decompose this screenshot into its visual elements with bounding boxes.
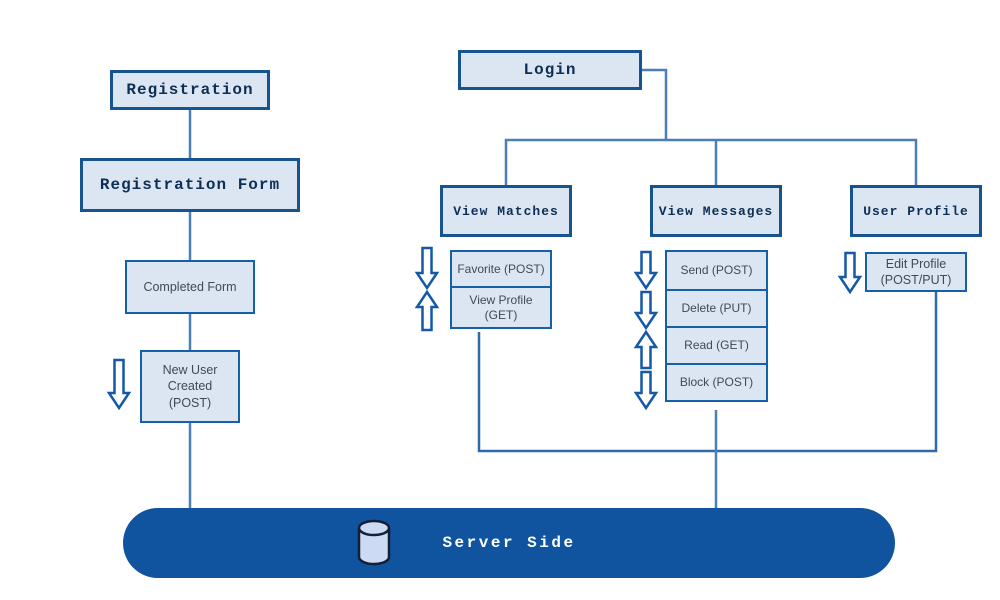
down-arrow-icon: [414, 246, 440, 291]
down-arrow-icon: [633, 250, 659, 291]
node-login: Login: [458, 50, 642, 90]
database-cylinder-icon: [357, 519, 391, 566]
action-delete: Delete (PUT): [667, 289, 766, 326]
server-side-label: Server Side: [442, 534, 576, 552]
connector-login-elbow: [642, 68, 668, 141]
action-favorite: Favorite (POST): [457, 261, 545, 276]
node-user-profile: User Profile: [850, 185, 982, 237]
down-arrow-icon: [837, 251, 863, 295]
action-read: Read (GET): [667, 326, 766, 363]
action-send: Send (POST): [680, 263, 753, 277]
node-new-user-created: New User Created (POST): [140, 350, 240, 423]
down-arrow-icon: [633, 290, 659, 331]
node-view-matches: View Matches: [440, 185, 572, 237]
node-view-messages: View Messages: [650, 185, 782, 237]
up-arrow-icon: [414, 289, 440, 332]
node-completed-form: Completed Form: [125, 260, 255, 314]
up-arrow-icon: [633, 329, 659, 370]
connector-bottom-rail: [477, 292, 938, 453]
messages-action-stack: Send (POST) Delete (PUT) Read (GET) Bloc…: [665, 250, 768, 402]
node-registration-form: Registration Form: [80, 158, 300, 212]
action-block: Block (POST): [667, 363, 766, 400]
action-edit-profile: Edit Profile (POST/PUT): [865, 252, 967, 292]
server-side-bar: Server Side: [123, 508, 895, 578]
down-arrow-icon: [633, 370, 659, 411]
node-registration: Registration: [110, 70, 270, 110]
matches-action-stack: Favorite (POST) View Profile (GET): [450, 250, 552, 329]
action-view-profile: View Profile (GET): [452, 286, 550, 327]
connector-top-rail: [504, 138, 918, 185]
down-arrow-icon: [106, 358, 132, 411]
